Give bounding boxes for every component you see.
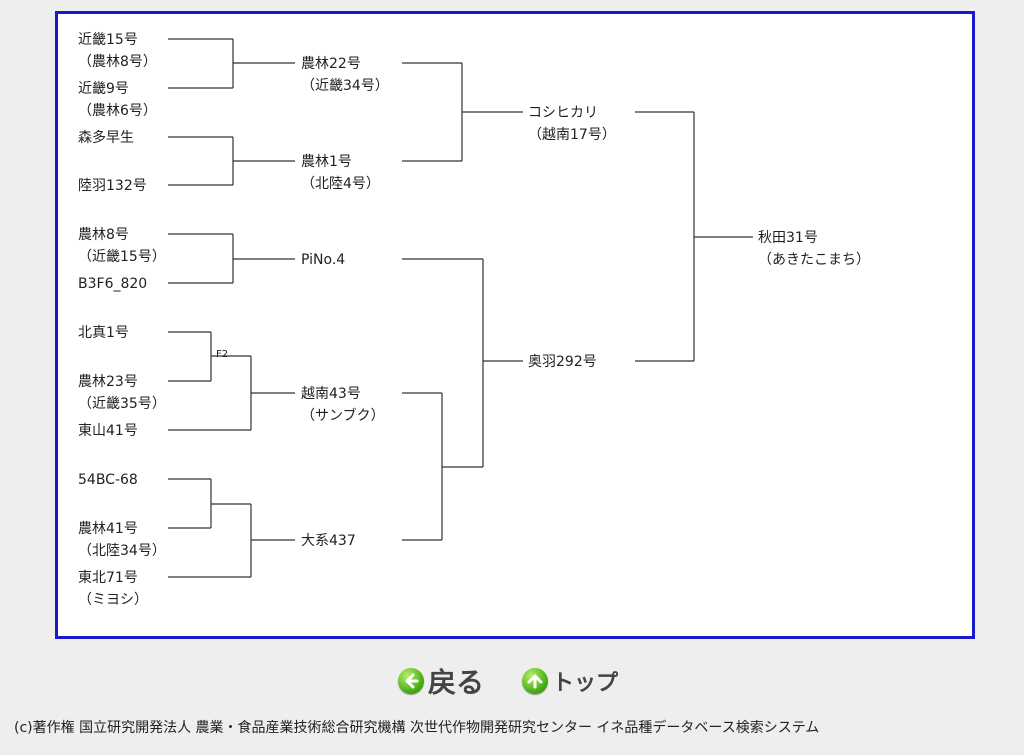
pedigree-node-tohoku71: 東北71号 （ミヨシ）: [78, 570, 148, 608]
node-name: 陸羽132号: [78, 178, 147, 194]
node-name: 森多早生: [78, 129, 134, 146]
node-name: 東北71号: [78, 570, 138, 586]
pedigree-node-norin8: 農林8号 （近畿15号）: [78, 227, 166, 265]
pedigree-node-tozan41: 東山41号: [78, 423, 138, 439]
up-arrow-icon: [522, 668, 548, 694]
back-button[interactable]: 戻る: [398, 663, 484, 699]
pedigree-node-akita31: 秋田31号 （あきたこまち）: [758, 230, 870, 268]
node-name: 大系437: [301, 533, 356, 549]
node-name: 越南43号: [301, 386, 361, 402]
node-name: コシヒカリ: [528, 105, 598, 121]
node-alias: （北陸4号）: [301, 176, 380, 192]
back-arrow-icon: [398, 668, 424, 694]
node-alias: （農林6号）: [78, 103, 157, 119]
pedigree-node-taikei437: 大系437: [301, 533, 356, 549]
node-name: 奥羽292号: [528, 353, 597, 370]
pedigree-node-54bc-68: 54BC-68: [78, 472, 138, 488]
node-alias: （北陸34号）: [78, 543, 166, 559]
pedigree-frame: F2 近畿15号 （農林8号） 近畿9号 （農林6号） 森多早生陸羽132号農林8号 （近…: [55, 11, 975, 639]
pedigree-node-kinki9: 近畿9号 （農林6号）: [78, 81, 157, 119]
pedigree-node-koshihikari: コシヒカリ （越南17号）: [528, 105, 616, 143]
back-button-label: 戻る: [428, 666, 485, 699]
node-alias: （サンブク）: [301, 407, 385, 424]
node-name: 農林22号: [301, 56, 361, 72]
pedigree-node-pino4: PiNo.4: [301, 252, 345, 268]
copyright-footer: (c)著作権 国立研究開発法人 農業・食品産業技術総合研究機構 次世代作物開発研…: [14, 720, 820, 736]
node-alias: （ミヨシ）: [78, 592, 148, 608]
node-name: 農林8号: [78, 227, 129, 243]
navigation-bar: 戻る トップ: [0, 663, 1024, 703]
node-name: 秋田31号: [758, 230, 818, 246]
pedigree-node-norin1: 農林1号 （北陸4号）: [301, 154, 380, 192]
pedigree-connectors: [168, 38, 753, 578]
pedigree-node-norin22: 農林22号 （近畿34号）: [301, 56, 389, 94]
pedigree-node-norin41: 農林41号 （北陸34号）: [78, 521, 166, 559]
node-name: 農林23号: [78, 374, 138, 390]
node-name: PiNo.4: [301, 252, 345, 268]
node-name: 農林1号: [301, 154, 352, 170]
node-name: 近畿9号: [78, 81, 129, 97]
node-alias: （近畿15号）: [78, 249, 166, 265]
node-name: 農林41号: [78, 521, 138, 537]
pedigree-node-kinki15: 近畿15号 （農林8号）: [78, 32, 157, 70]
node-name: 近畿15号: [78, 32, 138, 48]
node-name: B3F6_820: [78, 276, 147, 292]
node-alias: （農林8号）: [78, 54, 157, 70]
node-name: 54BC-68: [78, 472, 138, 488]
node-name: 北真1号: [78, 325, 129, 341]
node-alias: （越南17号）: [528, 127, 616, 143]
top-button-label: トップ: [552, 671, 619, 696]
node-alias: （近畿35号）: [78, 396, 166, 412]
generation-label-f2: F2: [216, 349, 228, 360]
pedigree-node-ou292: 奥羽292号: [528, 353, 597, 370]
node-alias: （近畿34号）: [301, 78, 389, 94]
pedigree-node-morita-wase: 森多早生: [78, 129, 134, 146]
top-button[interactable]: トップ: [522, 663, 618, 699]
pedigree-node-norin23: 農林23号 （近畿35号）: [78, 374, 166, 412]
pedigree-node-b3f6-820: B3F6_820: [78, 276, 147, 292]
node-alias: （あきたこまち）: [758, 252, 870, 268]
node-name: 東山41号: [78, 423, 138, 439]
pedigree-node-hokushin1: 北真1号: [78, 325, 129, 341]
pedigree-node-rikuu132: 陸羽132号: [78, 178, 147, 194]
pedigree-node-etsunan43: 越南43号 （サンブク）: [301, 386, 385, 424]
